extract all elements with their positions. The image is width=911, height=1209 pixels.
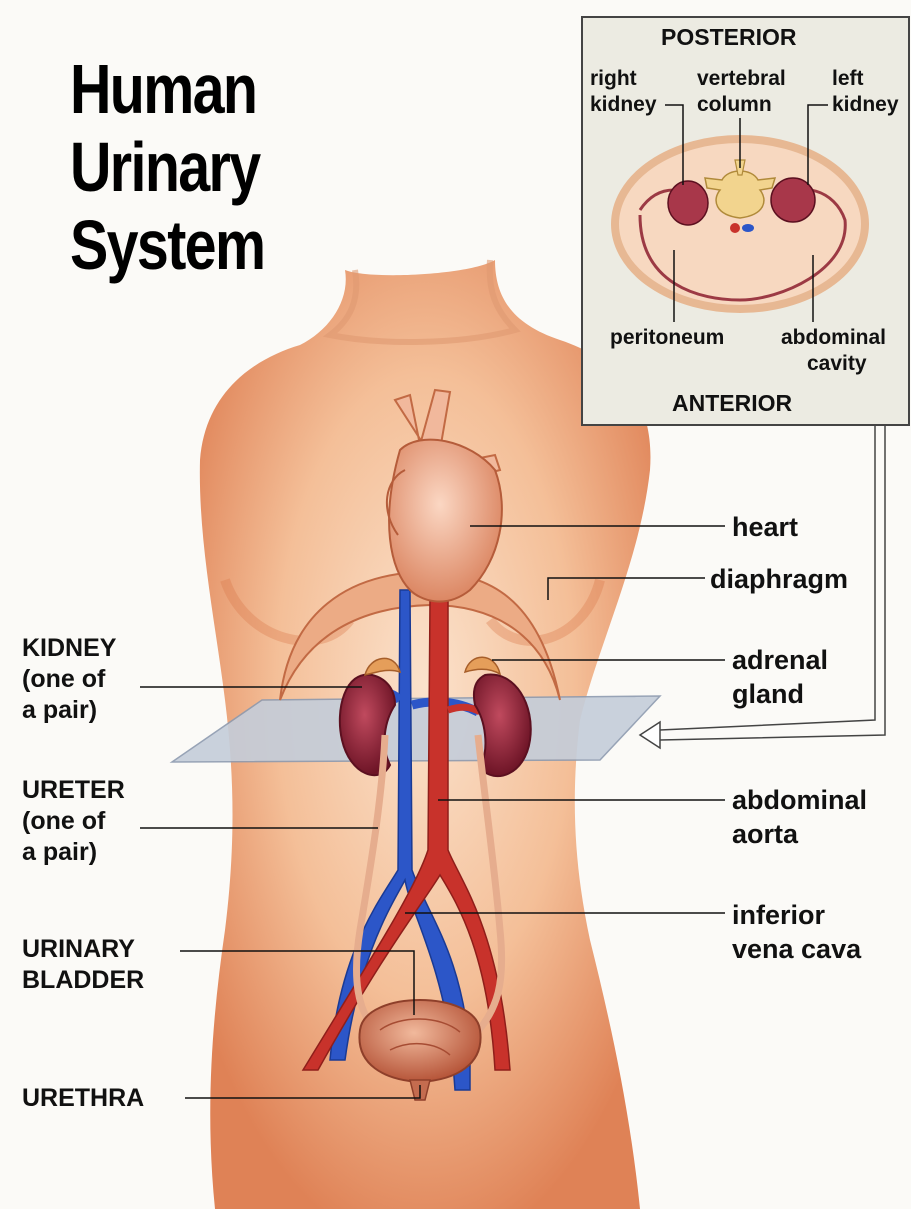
page-title: Human Urinary System [70, 50, 264, 284]
label-line: BLADDER [22, 965, 144, 996]
inset-label-vertebral-column: vertebral column [697, 66, 786, 118]
inset-label-posterior: POSTERIOR [661, 24, 796, 50]
label-line: inferior [732, 898, 861, 932]
label-line: left [832, 66, 899, 92]
label-line: a pair) [22, 695, 116, 726]
inset-label-abdominal-cavity: abdominal cavity [781, 325, 886, 377]
label-line: kidney [590, 92, 657, 118]
label-line: (one of [22, 664, 116, 695]
label-urinary-bladder: URINARY BLADDER [22, 934, 144, 996]
label-line: aorta [732, 817, 867, 851]
inset-right-kidney [668, 181, 708, 225]
label-line: abdominal [732, 783, 867, 817]
connector-arrowhead-icon [640, 722, 660, 748]
label-kidney: KIDNEY (one of a pair) [22, 633, 116, 726]
title-line: System [70, 206, 264, 284]
inset-label-left-kidney: left kidney [832, 66, 899, 118]
label-inferior-vena-cava: inferior vena cava [732, 898, 861, 966]
inset-label-peritoneum: peritoneum [610, 325, 724, 351]
label-line: right [590, 66, 657, 92]
label-line: cavity [781, 351, 886, 377]
label-diaphragm: diaphragm [710, 562, 848, 596]
inset-label-right-kidney: right kidney [590, 66, 657, 118]
label-line: KIDNEY [22, 633, 116, 664]
label-line: vertebral [697, 66, 786, 92]
title-line: Human [70, 50, 264, 128]
label-line: adrenal [732, 643, 828, 677]
label-adrenal-gland: adrenal gland [732, 643, 828, 711]
label-ureter: URETER (one of a pair) [22, 775, 125, 868]
label-abdominal-aorta: abdominal aorta [732, 783, 867, 851]
urinary-bladder [359, 1000, 480, 1082]
label-line: kidney [832, 92, 899, 118]
label-line: gland [732, 677, 828, 711]
label-line: vena cava [732, 932, 861, 966]
inset-vena-cava [742, 224, 754, 232]
label-line: URINARY [22, 934, 144, 965]
inset-label-anterior: ANTERIOR [672, 390, 792, 416]
label-line: (one of [22, 806, 125, 837]
title-line: Urinary [70, 128, 264, 206]
label-line: abdominal [781, 325, 886, 351]
label-line: a pair) [22, 837, 125, 868]
inset-aorta [730, 223, 740, 233]
label-urethra: URETHRA [22, 1083, 144, 1114]
label-line: column [697, 92, 786, 118]
label-line: URETER [22, 775, 125, 806]
label-heart: heart [732, 510, 798, 544]
